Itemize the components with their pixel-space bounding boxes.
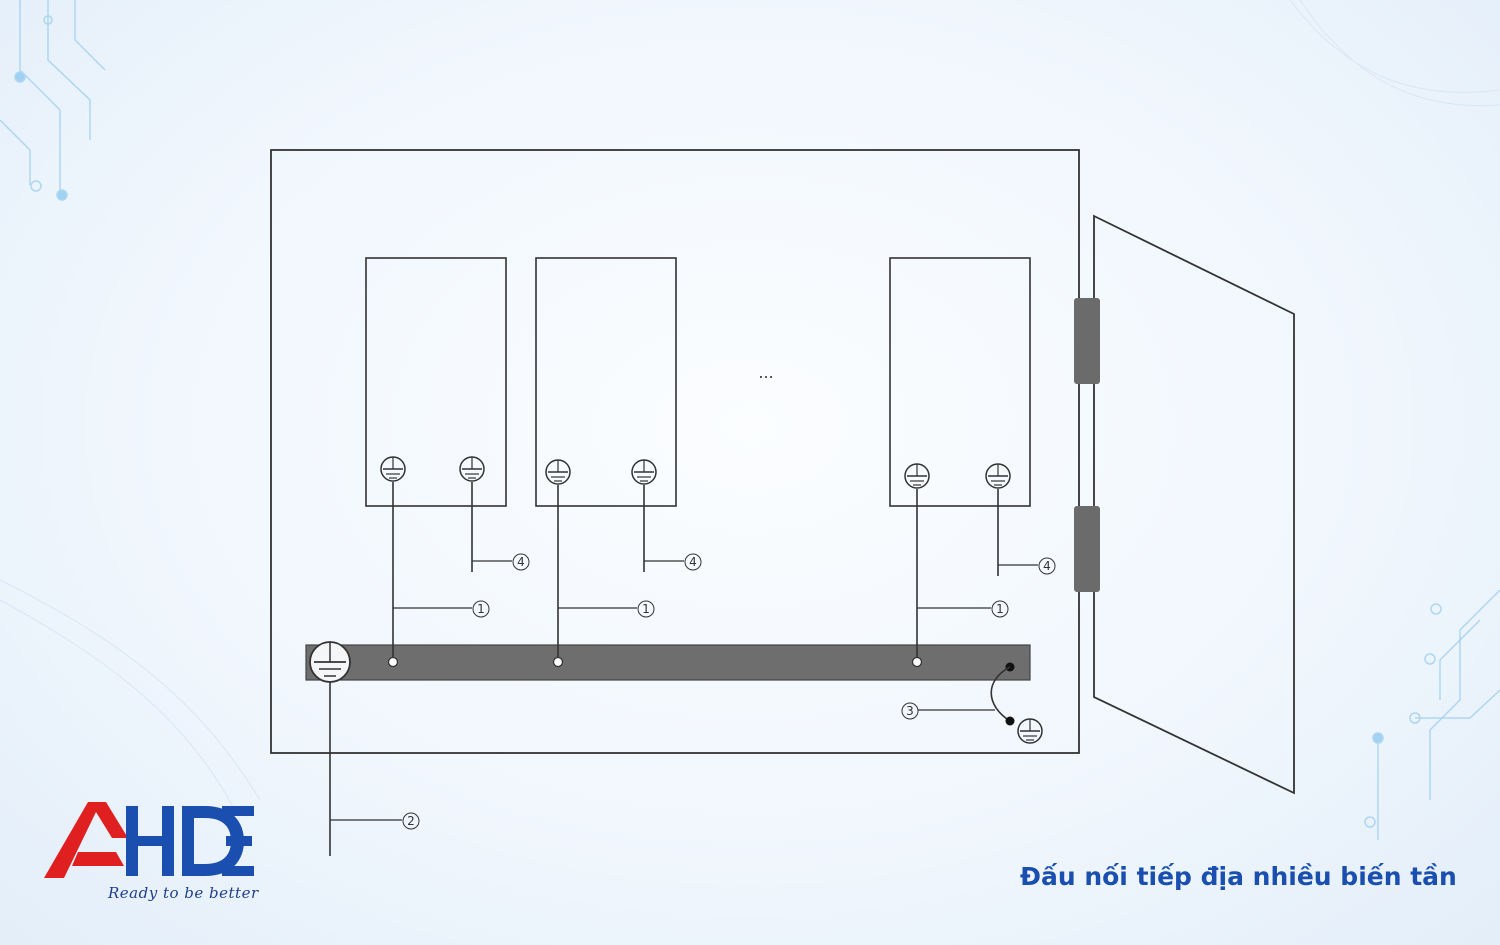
callout-label-2: 2 (407, 814, 415, 828)
callout-circle (402, 812, 420, 830)
ground-terminal-icon (459, 456, 485, 482)
callout-circle (472, 600, 490, 618)
logo-e (222, 806, 254, 816)
ellipsis-text: ... (758, 363, 773, 382)
inverter-box-3 (889, 257, 1031, 507)
bus-terminal (387, 656, 399, 668)
callout-circle (991, 600, 1009, 618)
bus-terminal (552, 656, 564, 668)
callout-label-1: 1 (996, 602, 1004, 616)
ahde-logo (44, 802, 254, 878)
diagram-caption: Đấu nối tiếp địa nhiều biến tần (1020, 862, 1457, 891)
inverter-box-1 (365, 257, 507, 507)
callout-circle (1038, 557, 1056, 575)
callout-label-3: 3 (906, 704, 914, 718)
ground-bus-bar (305, 644, 1031, 681)
ground-terminal-icon (904, 463, 930, 489)
callout-label-4: 4 (689, 555, 697, 569)
door-hinge-bottom (1074, 506, 1100, 592)
ground-terminal-icon (631, 459, 657, 485)
main-ground-icon (309, 641, 351, 683)
cabinet-outline (270, 149, 1080, 754)
door-hinge-top (1074, 298, 1100, 384)
inverter-box-2 (535, 257, 677, 507)
callout-label-1: 1 (477, 602, 485, 616)
brand-tagline: Ready to be better (108, 884, 259, 902)
ground-terminal-icon (985, 463, 1011, 489)
wave-decoration (0, 0, 1500, 821)
circuit-decoration-bottom-right (1364, 589, 1500, 840)
logo-a-mark (44, 802, 128, 878)
ground-terminal-icon (380, 456, 406, 482)
callout-label-1: 1 (642, 602, 650, 616)
callout-label-4: 4 (1043, 559, 1051, 573)
ground-terminal-icon (545, 459, 571, 485)
jumper-wire-3 (990, 666, 1011, 722)
callout-circle (684, 553, 702, 571)
callout-circle (901, 702, 919, 720)
cabinet-jumper-terminal (1005, 716, 1015, 726)
circuit-decoration-top-left (0, 0, 106, 201)
cabinet-ground-icon (1017, 718, 1043, 744)
logo-d (182, 806, 244, 876)
callout-circle (512, 553, 530, 571)
callout-circle (637, 600, 655, 618)
bus-terminal (911, 656, 923, 668)
callout-label-4: 4 (517, 555, 525, 569)
cabinet-door (1093, 214, 1295, 795)
